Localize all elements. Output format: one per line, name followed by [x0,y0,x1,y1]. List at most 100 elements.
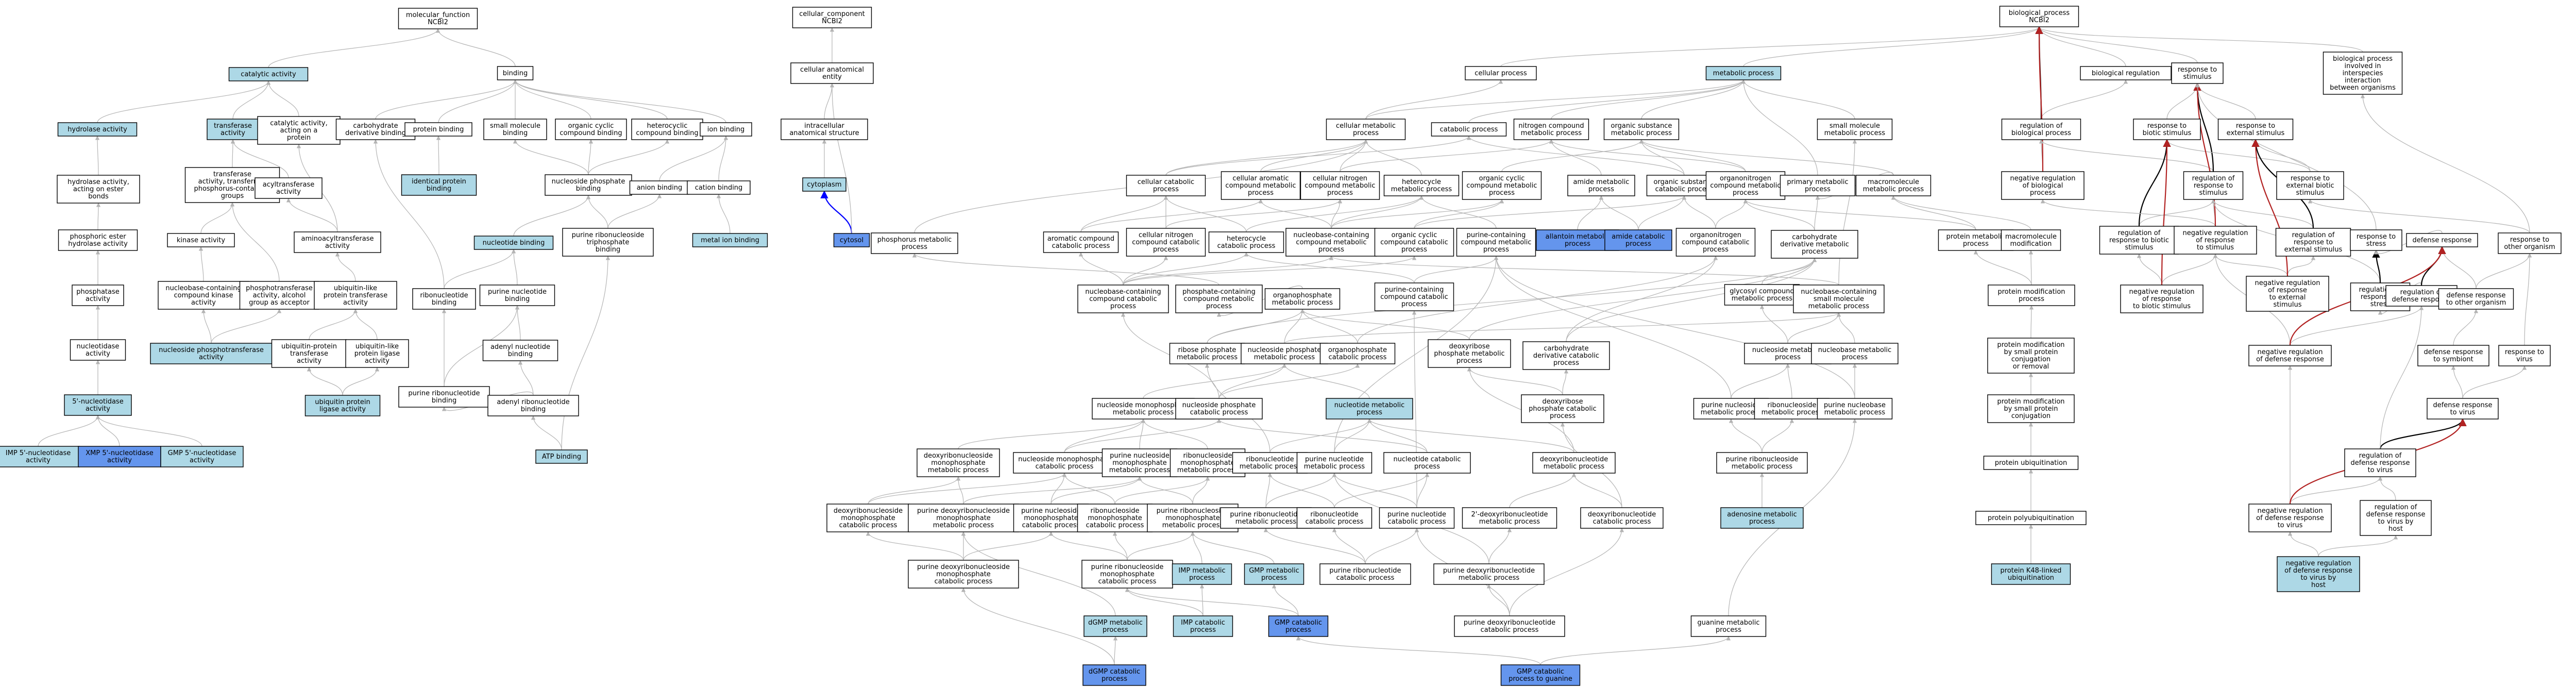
term-label: catabolic process [1440,126,1498,133]
term-box [2275,228,2351,257]
term-label-line: guanine metabolic [1698,619,1760,627]
edge-gray [1367,418,1428,453]
term-box [57,175,140,204]
term-label-line: purine ribonucleoside [1157,507,1229,515]
term-label-line: phosphotransferase [246,284,313,292]
term-label-line: process [1261,574,1287,582]
edge-gray [38,415,100,447]
edge-gray [1331,199,1343,229]
term-label-line: compound catabolic [1132,239,1200,246]
term-label-line: catabolic process [1481,626,1539,634]
term-label-line: deoxyribose [1542,398,1583,406]
term-label-line: interaction [2345,77,2381,85]
term-label-line: nitrogen compound [1518,122,1584,130]
term-label-line: protein modification [1997,288,2065,296]
term-box [1082,664,1146,686]
term-label-line: anion binding [637,184,683,192]
term-label-line: process [1110,303,1136,310]
term-box [1268,615,1329,637]
term-label-line: metabolic process [928,466,989,474]
edge-gray [1141,418,1208,449]
edge-gray [1500,26,2041,67]
term-label-line: activity [26,457,50,464]
edge-gray [1639,139,1746,172]
edge-gray [1466,136,1685,176]
edge-gray [1973,250,2032,286]
term-label-line: allantoin metabolic [1546,233,1610,241]
edge-gray [1414,256,1499,283]
edge-gray [2290,476,2383,505]
term-label-line: process [1805,186,1831,193]
term-label-line: nucleoside metabolic [1752,346,1823,354]
edge-gray [1743,26,2042,67]
term-label-line: defense response [2446,292,2505,299]
edge-gray [1509,528,1624,616]
edge-gray [868,476,961,505]
edge-gray [1113,636,1118,665]
term-label-line: compound binding [560,129,622,137]
term-label-line: process [1733,189,1758,197]
term-label-line: activity [297,357,321,365]
term-label-line: negative regulation [2129,288,2194,296]
term-label-line: activity [199,354,224,361]
term-box [1383,175,1460,196]
term-label-line: modification [2010,240,2052,248]
term-box [1077,504,1153,532]
term-node-kinase: kinase activity [167,233,235,247]
term-node-cellproc: cellular process [1465,66,1537,80]
term-label-line: protein binding [413,126,464,133]
edge-gray [2380,306,2424,449]
term-box [257,116,341,145]
term-label-line: metabolic process [1254,354,1315,361]
edge-gray [511,249,518,286]
term-label-line: defense response [2424,348,2483,356]
edge-gray [961,588,1115,665]
edge-gray [438,79,518,123]
term-label-line: catabolic process [1217,242,1276,250]
edge-gray [2166,83,2200,120]
edge-gray [561,256,611,450]
term-label-line: to stimulus [2197,244,2234,252]
term-label-line: to virus [2450,409,2476,416]
term-label: cytoplasm [807,181,841,189]
edge-gray [2253,139,2311,172]
term-label-line: metabolic process [933,522,994,529]
term-label-line: response to [2357,233,2396,241]
term-box [1975,511,2087,525]
edge-gray [1300,309,1470,340]
edge-gray [1199,584,1205,616]
term-box [2174,226,2257,255]
term-label-line: metabolic process [1235,518,1297,526]
term-label-line: IMP catabolic [1181,619,1225,627]
term-label-line: phosphatase [76,288,120,296]
edge-gray [2037,26,2363,53]
